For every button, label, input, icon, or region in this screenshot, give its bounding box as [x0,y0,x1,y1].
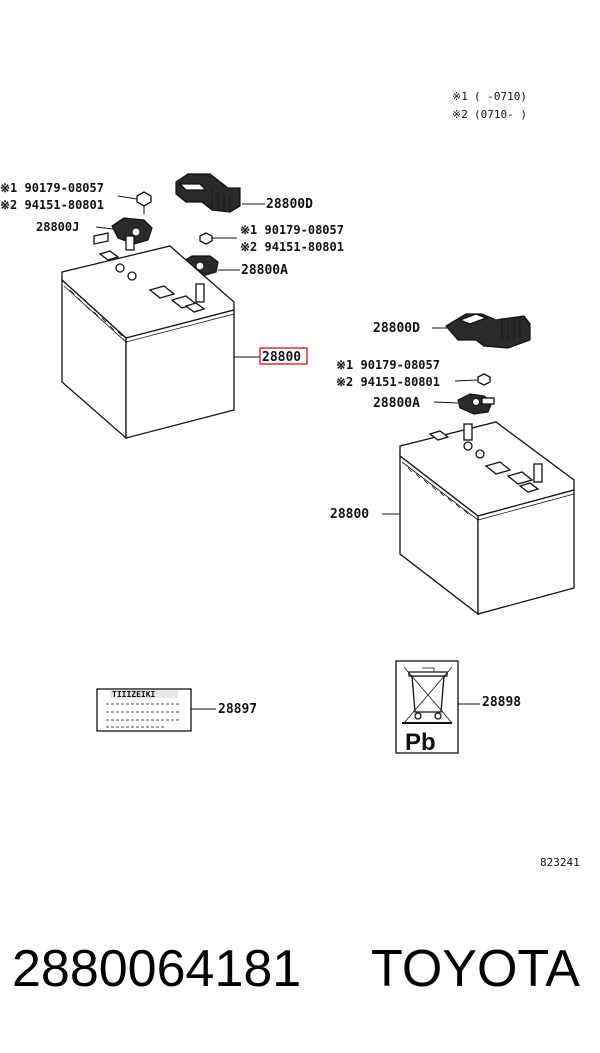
left-nut-label-2[interactable]: ※2 94151-80801 [240,240,344,254]
battery-icon-right [399,421,575,616]
note-1-mark: ※1 [452,90,468,103]
label-plate-part[interactable]: 28897 [218,702,257,717]
left-bolt-label-2[interactable]: ※2 94151-80801 [0,198,104,212]
label-plate-header: TIIIZEIKI [112,690,156,699]
right-nut-label-1[interactable]: ※1 90179-08057 [336,358,440,372]
terminal-cover-icon [175,173,241,213]
right-battery-label[interactable]: 28800 [330,507,369,522]
nut-icon-right [477,373,491,386]
bolt-icon [136,191,152,214]
diagram-id: 823241 [540,856,580,869]
note-1-range: ( -0710) [474,90,527,103]
recycle-bin-icon: Pb [395,660,459,756]
left-bolt-label-1[interactable]: ※1 90179-08057 [0,181,104,195]
brand-name: TOYOTA [371,940,580,998]
left-cover-label[interactable]: 28800D [266,197,313,212]
battery-highlight-box [259,347,308,365]
right-terminal-label[interactable]: 28800A [373,396,420,411]
part-number: 2880064181 [12,940,302,998]
right-cover-label[interactable]: 28800D [373,321,420,336]
terminal-cover-icon-right [445,313,531,349]
left-nut-label-1[interactable]: ※1 90179-08057 [240,223,344,237]
note-2-range: (0710- ) [474,108,527,121]
note-2-mark: ※2 [452,108,468,121]
battery-icon [61,232,235,440]
left-terminal-label[interactable]: 28800A [241,263,288,278]
nut-icon [199,232,213,245]
label-plate-icon: TIIIZEIKI [96,688,192,732]
recycle-label-part[interactable]: 28898 [482,695,521,710]
right-nut-label-2[interactable]: ※2 94151-80801 [336,375,440,389]
left-clamp-label[interactable]: 28800J [36,220,79,234]
footer: 2880064181 TOYOTA [0,938,600,1008]
left-battery-label[interactable]: 28800 [262,350,301,365]
terminal-icon-right [457,393,495,415]
lead-symbol: Pb [405,729,436,756]
clamp-icon [111,217,153,251]
